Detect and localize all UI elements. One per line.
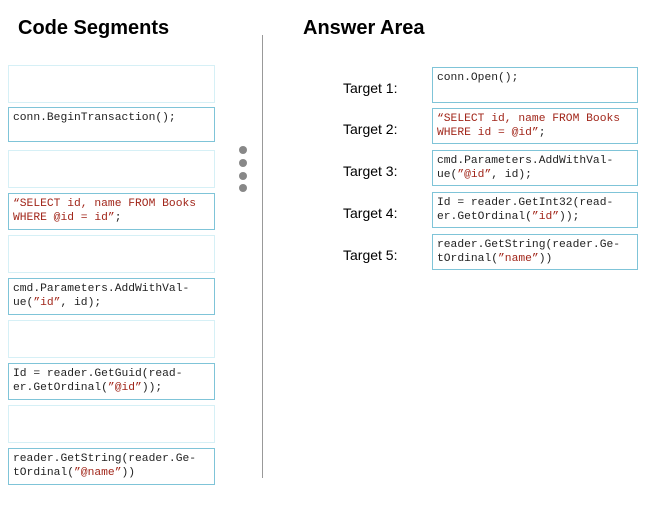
code-segment[interactable]: Id = reader.GetGuid(read-er.GetOrdinal(”…	[8, 363, 215, 400]
code-text: tOrdinal(	[437, 253, 499, 265]
code-line: “SELECT id, name FROM Books	[437, 112, 633, 126]
code-text: ;	[114, 212, 122, 224]
target-label: Target 1:	[343, 80, 398, 96]
drag-handle-dot[interactable]	[239, 172, 247, 180]
code-string: ”id”	[531, 211, 560, 223]
code-line: er.GetOrdinal(”id”));	[437, 210, 633, 224]
target-label: Target 2:	[343, 121, 398, 137]
target-label: Target 4:	[343, 205, 398, 221]
target-drop-slot[interactable]: conn.Open();	[432, 67, 638, 103]
target-label: Target 5:	[343, 247, 398, 263]
target-drop-slot[interactable]: reader.GetString(reader.Ge-tOrdinal(”nam…	[432, 234, 638, 270]
code-line: tOrdinal(”name”))	[437, 252, 633, 266]
code-line: Id = reader.GetInt32(read-	[437, 196, 633, 210]
code-line: reader.GetString(reader.Ge-	[13, 452, 210, 466]
code-text: ;	[538, 127, 546, 139]
code-line: ue(”id”, id);	[13, 296, 210, 310]
drag-handle-dot[interactable]	[239, 184, 247, 192]
code-text: cmd.Parameters.AddWithVal-	[13, 283, 190, 295]
target-drop-slot[interactable]: cmd.Parameters.AddWithVal-ue(”@id”, id);	[432, 150, 638, 186]
target-label: Target 3:	[343, 163, 398, 179]
code-line: tOrdinal(”@name”))	[13, 466, 210, 480]
code-line: cmd.Parameters.AddWithVal-	[13, 282, 210, 296]
code-text: , id);	[491, 169, 532, 181]
code-segments-heading: Code Segments	[18, 17, 170, 39]
code-text: ue(	[437, 169, 458, 181]
code-string: ”@id”	[457, 169, 492, 181]
code-line: WHERE id = @id”;	[437, 126, 633, 140]
drag-handle-dot[interactable]	[239, 146, 247, 154]
code-string: ”name”	[498, 253, 539, 265]
target-drop-slot[interactable]: Id = reader.GetInt32(read-er.GetOrdinal(…	[432, 192, 638, 228]
code-line: cmd.Parameters.AddWithVal-	[437, 154, 633, 168]
code-text: ))	[538, 253, 553, 265]
code-text: tOrdinal(	[13, 467, 75, 479]
code-string: WHERE id = @id”	[437, 127, 539, 139]
empty-segment-slot[interactable]	[8, 150, 215, 188]
code-line: conn.BeginTransaction();	[13, 111, 210, 125]
code-line: conn.Open();	[437, 71, 633, 85]
drag-handle-dot[interactable]	[239, 159, 247, 167]
code-text: cmd.Parameters.AddWithVal-	[437, 155, 614, 167]
code-text: ))	[121, 467, 136, 479]
empty-segment-slot[interactable]	[8, 405, 215, 443]
code-line: Id = reader.GetGuid(read-	[13, 367, 210, 381]
empty-segment-slot[interactable]	[8, 65, 215, 103]
divider	[262, 35, 263, 478]
code-text: reader.GetString(reader.Ge-	[13, 453, 197, 465]
code-text: reader.GetString(reader.Ge-	[437, 239, 621, 251]
code-line: “SELECT id, name FROM Books	[13, 197, 210, 211]
code-string: “SELECT id, name FROM Books	[13, 198, 197, 210]
code-text: Id = reader.GetGuid(read-	[13, 368, 183, 380]
answer-area-heading: Answer Area	[303, 17, 425, 39]
code-string: ”id”	[33, 297, 61, 309]
code-text: Id = reader.GetInt32(read-	[437, 197, 614, 209]
code-line: reader.GetString(reader.Ge-	[437, 238, 633, 252]
code-text: ));	[559, 211, 580, 223]
code-text: conn.Open();	[437, 72, 519, 84]
code-segment[interactable]: cmd.Parameters.AddWithVal-ue(”id”, id);	[8, 278, 215, 315]
code-text: , id);	[60, 297, 102, 309]
code-line: WHERE @id = id”;	[13, 211, 210, 225]
code-text: conn.BeginTransaction();	[13, 112, 176, 124]
code-segment[interactable]: reader.GetString(reader.Ge-tOrdinal(”@na…	[8, 448, 215, 485]
code-string: ”@name”	[74, 467, 122, 479]
code-text: ue(	[13, 297, 34, 309]
code-text: er.GetOrdinal(	[437, 211, 532, 223]
empty-segment-slot[interactable]	[8, 320, 215, 358]
code-text: er.GetOrdinal(	[13, 382, 108, 394]
code-segment[interactable]: conn.BeginTransaction();	[8, 107, 215, 142]
empty-segment-slot[interactable]	[8, 235, 215, 273]
code-line: ue(”@id”, id);	[437, 168, 633, 182]
code-string: “SELECT id, name FROM Books	[437, 113, 621, 125]
code-string: WHERE @id = id”	[13, 212, 115, 224]
code-text: ));	[141, 382, 163, 394]
code-line: er.GetOrdinal(”@id”));	[13, 381, 210, 395]
code-string: ”@id”	[107, 382, 142, 394]
